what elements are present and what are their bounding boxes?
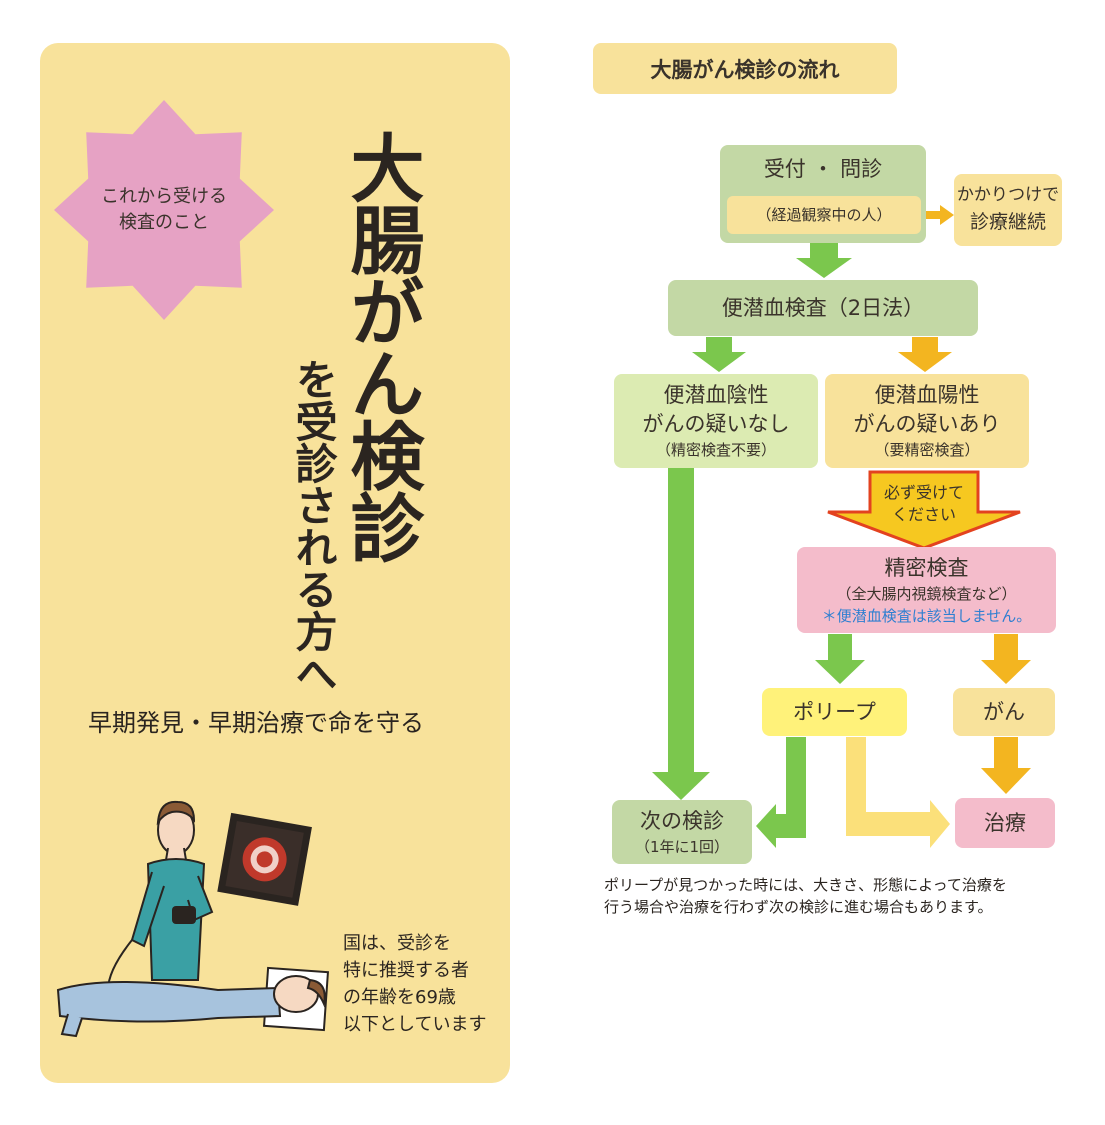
caption-line-1: ポリープが見つかった時には、大きさ、形態によって治療を <box>604 876 1007 894</box>
monitor-icon <box>217 812 312 906</box>
doctor-figure <box>107 800 214 991</box>
badge: これから受ける 検査のこと <box>52 98 276 322</box>
negative-sub: （精密検査不要） <box>655 441 776 459</box>
warning-line-2: ください <box>891 505 956 524</box>
arrow-cancer-to-treatment <box>981 737 1031 794</box>
fobt-box: 便潜血検査（2日法） <box>668 280 978 336</box>
reception-sub-box: （経過観察中の人） <box>727 196 921 234</box>
arrow-detailed-to-polyp <box>815 634 865 684</box>
arrow-polyp-to-treatment <box>846 737 950 848</box>
caption-line-2: 行う場合や治療を行わず次の検診に進む場合もあります。 <box>604 898 993 916</box>
age-note-line-2: 特に推奨する者 <box>343 960 469 981</box>
flow-title: 大腸がん検診の流れ <box>593 43 897 94</box>
warning-line-1: 必ず受けて <box>883 483 964 502</box>
polyp-label: ポリープ <box>793 699 876 724</box>
slogan: 早期発見・早期治療で命を守る <box>88 709 424 737</box>
warning-arrow <box>827 470 1021 550</box>
detailed-box: 精密検査 （全大腸内視鏡検査など） ＊便潜血検査は該当しません。 <box>797 547 1056 633</box>
side-box-line-2: 診療継続 <box>969 211 1046 233</box>
patient-figure <box>56 975 326 1038</box>
reception-label: 受付 ・ 問診 <box>763 157 883 181</box>
arrow-negative-to-next <box>652 468 710 800</box>
warning-text: 必ず受けて ください <box>868 478 980 530</box>
detailed-label: 精密検査 <box>884 555 969 580</box>
exam-illustration <box>56 800 330 1038</box>
polyp-box: ポリープ <box>762 688 907 736</box>
arrow-fobt-to-negative <box>692 337 746 372</box>
flow-caption: ポリープが見つかった時には、大きさ、形態によって治療を 行う場合や治療を行わず次… <box>604 874 1074 918</box>
arrow-reception-to-fobt <box>796 243 852 278</box>
arrow-polyp-to-next <box>756 737 806 848</box>
positive-sub: （要精密検査） <box>874 441 980 459</box>
reception-sub: （経過観察中の人） <box>756 206 892 224</box>
main-title: 大腸がん検診 <box>338 130 424 562</box>
fobt-label: 便潜血検査（2日法） <box>721 295 925 320</box>
treatment-label: 治療 <box>984 810 1026 835</box>
badge-text: これから受ける 検査のこと <box>52 98 276 322</box>
positive-box: 便潜血陽性 がんの疑いあり （要精密検査） <box>825 374 1029 468</box>
positive-line-1: 便潜血陽性 <box>874 383 980 407</box>
treatment-box: 治療 <box>955 798 1055 848</box>
badge-line-1: これから受ける <box>101 186 227 207</box>
next-exam-label: 次の検診 <box>640 808 724 833</box>
negative-line-1: 便潜血陰性 <box>663 383 769 407</box>
next-exam-box: 次の検診 （1年に1回） <box>612 800 752 864</box>
arrow-detailed-to-cancer <box>981 634 1031 684</box>
side-box: かかりつけで 診療継続 <box>954 174 1062 246</box>
side-box-line-1: かかりつけで <box>956 185 1060 205</box>
age-note-line-1: 国は、受診を <box>343 933 451 954</box>
arrow-to-side-box <box>922 205 954 225</box>
age-note-line-3: の年齢を69歳 <box>343 987 456 1008</box>
negative-line-2: がんの疑いなし <box>642 412 790 436</box>
badge-star-icon <box>54 100 274 320</box>
age-note: 国は、受診を 特に推奨する者 の年齢を69歳 以下としています <box>343 930 486 1038</box>
badge-line-2: 検査のこと <box>119 212 209 233</box>
positive-line-2: がんの疑いあり <box>853 412 1001 436</box>
age-note-line-4: 以下としています <box>343 1014 487 1035</box>
cancer-box: がん <box>953 688 1055 736</box>
detailed-note: ＊便潜血検査は該当しません。 <box>821 606 1032 625</box>
detailed-sub: （全大腸内視鏡検査など） <box>836 584 1017 603</box>
arrow-fobt-to-positive <box>898 337 952 372</box>
sub-title: を受診される方へ <box>289 358 338 694</box>
negative-box: 便潜血陰性 がんの疑いなし （精密検査不要） <box>614 374 818 468</box>
next-exam-sub: （1年に1回） <box>634 837 730 856</box>
cancer-label: がん <box>983 699 1025 724</box>
